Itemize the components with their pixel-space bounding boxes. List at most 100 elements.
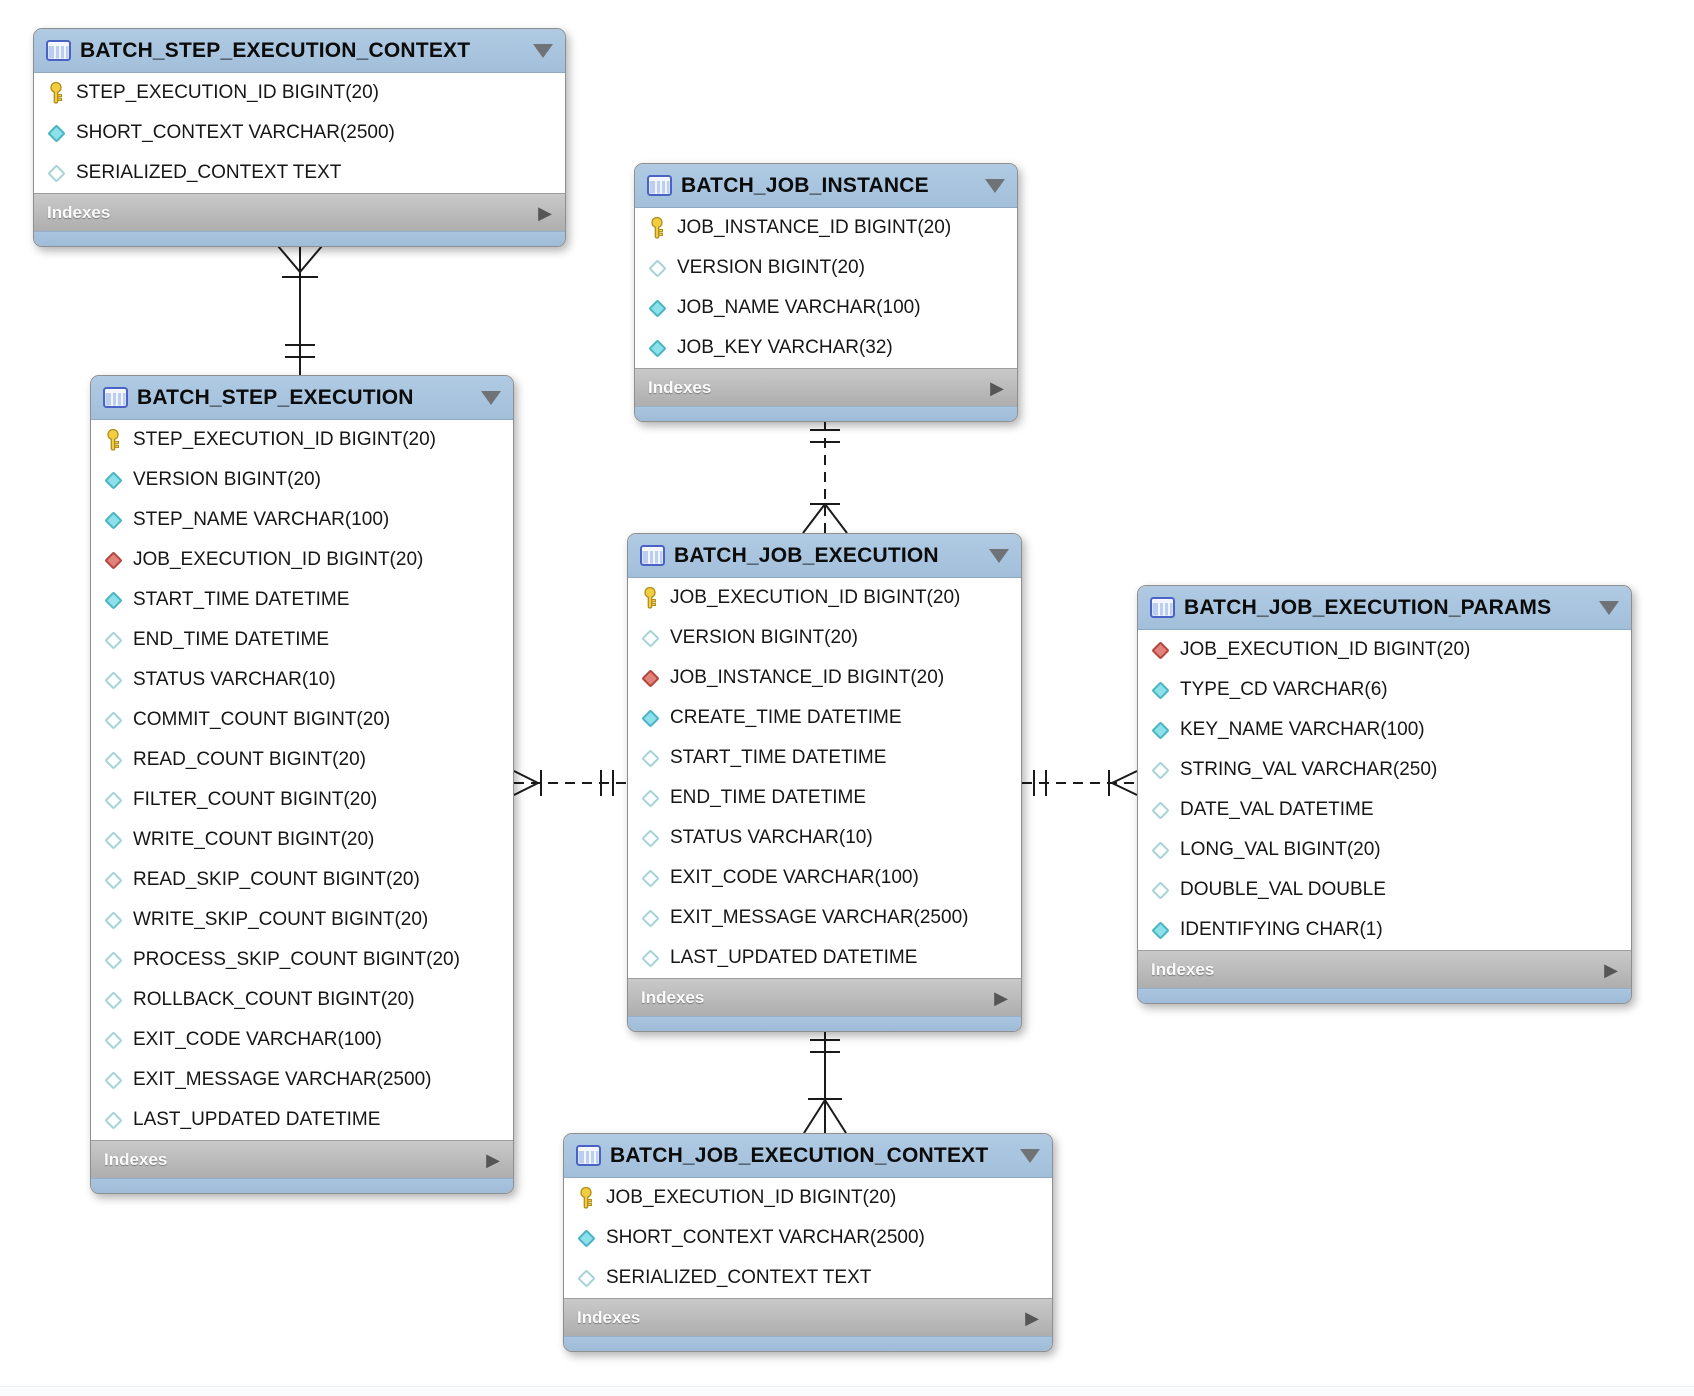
indexes-row[interactable]: Indexes ▶ <box>91 1140 513 1178</box>
not-null-column-icon <box>576 1228 596 1248</box>
column-row[interactable]: DOUBLE_VAL DOUBLE <box>1138 870 1631 910</box>
column-row[interactable]: JOB_INSTANCE_ID BIGINT(20) <box>628 658 1021 698</box>
expand-right-icon[interactable]: ▶ <box>1604 959 1618 980</box>
column-row[interactable]: VERSION BIGINT(20) <box>628 618 1021 658</box>
column-type-icon-wrap <box>637 828 663 848</box>
column-row[interactable]: STATUS VARCHAR(10) <box>628 818 1021 858</box>
chevron-down-icon[interactable] <box>985 178 1005 193</box>
table-batch_step_execution_context[interactable]: BATCH_STEP_EXECUTION_CONTEXT STEP_EXECUT… <box>33 28 566 247</box>
nullable-column-icon <box>1150 760 1170 780</box>
relationship-batch_job_execution-batch_job_execution_context[interactable] <box>803 1031 847 1134</box>
expand-right-icon[interactable]: ▶ <box>990 377 1004 398</box>
expand-right-icon[interactable]: ▶ <box>538 202 552 223</box>
column-row[interactable]: COMMIT_COUNT BIGINT(20) <box>91 700 513 740</box>
relationship-batch_step_execution_context-batch_step_execution[interactable] <box>277 245 323 375</box>
expand-right-icon[interactable]: ▶ <box>994 987 1008 1008</box>
column-row[interactable]: STATUS VARCHAR(10) <box>91 660 513 700</box>
relationship-batch_job_execution-batch_job_execution_params[interactable] <box>1022 770 1138 796</box>
relationship-batch_job_instance-batch_job_execution[interactable] <box>802 421 848 534</box>
column-label: READ_SKIP_COUNT BIGINT(20) <box>133 869 420 890</box>
not-null-column-icon <box>640 708 660 728</box>
table-header[interactable]: BATCH_JOB_EXECUTION_CONTEXT <box>564 1134 1052 1178</box>
chevron-down-icon[interactable] <box>1599 600 1619 615</box>
column-row[interactable]: SHORT_CONTEXT VARCHAR(2500) <box>34 113 565 153</box>
column-label: STEP_EXECUTION_ID BIGINT(20) <box>133 429 437 450</box>
column-type-icon-wrap <box>100 550 126 570</box>
nullable-column-icon <box>640 868 660 888</box>
column-label: JOB_KEY VARCHAR(32) <box>677 337 893 358</box>
column-row[interactable]: STEP_NAME VARCHAR(100) <box>91 500 513 540</box>
table-footer <box>91 1178 513 1193</box>
chevron-down-icon[interactable] <box>533 43 553 58</box>
column-row[interactable]: EXIT_CODE VARCHAR(100) <box>91 1020 513 1060</box>
table-header[interactable]: BATCH_STEP_EXECUTION_CONTEXT <box>34 29 565 73</box>
relationship-batch_step_execution-batch_job_execution[interactable] <box>513 770 627 796</box>
column-row[interactable]: TYPE_CD VARCHAR(6) <box>1138 670 1631 710</box>
indexes-label: Indexes <box>577 1307 641 1327</box>
expand-right-icon[interactable]: ▶ <box>486 1149 500 1170</box>
column-type-icon-wrap <box>100 790 126 810</box>
column-row[interactable]: LAST_UPDATED DATETIME <box>628 938 1021 978</box>
column-row[interactable]: ROLLBACK_COUNT BIGINT(20) <box>91 980 513 1020</box>
table-batch_step_execution[interactable]: BATCH_STEP_EXECUTION STEP_EXECUTION_ID B… <box>90 375 514 1194</box>
table-batch_job_execution_params[interactable]: BATCH_JOB_EXECUTION_PARAMS JOB_EXECUTION… <box>1137 585 1632 1004</box>
column-row[interactable]: JOB_EXECUTION_ID BIGINT(20) <box>91 540 513 580</box>
column-row[interactable]: EXIT_MESSAGE VARCHAR(2500) <box>91 1060 513 1100</box>
column-row[interactable]: SHORT_CONTEXT VARCHAR(2500) <box>564 1218 1052 1258</box>
column-row[interactable]: START_TIME DATETIME <box>91 580 513 620</box>
column-row[interactable]: JOB_EXECUTION_ID BIGINT(20) <box>628 578 1021 618</box>
column-row[interactable]: JOB_EXECUTION_ID BIGINT(20) <box>1138 630 1631 670</box>
indexes-row[interactable]: Indexes ▶ <box>564 1298 1052 1336</box>
column-row[interactable]: VERSION BIGINT(20) <box>91 460 513 500</box>
table-header[interactable]: BATCH_STEP_EXECUTION <box>91 376 513 420</box>
column-row[interactable]: JOB_NAME VARCHAR(100) <box>635 288 1017 328</box>
column-row[interactable]: WRITE_SKIP_COUNT BIGINT(20) <box>91 900 513 940</box>
column-row[interactable]: LONG_VAL BIGINT(20) <box>1138 830 1631 870</box>
column-row[interactable]: KEY_NAME VARCHAR(100) <box>1138 710 1631 750</box>
chevron-down-icon[interactable] <box>1020 1148 1040 1163</box>
column-row[interactable]: SERIALIZED_CONTEXT TEXT <box>564 1258 1052 1298</box>
column-row[interactable]: READ_SKIP_COUNT BIGINT(20) <box>91 860 513 900</box>
table-footer <box>34 231 565 246</box>
column-row[interactable]: LAST_UPDATED DATETIME <box>91 1100 513 1140</box>
indexes-row[interactable]: Indexes ▶ <box>1138 950 1631 988</box>
chevron-down-icon[interactable] <box>989 548 1009 563</box>
table-title: BATCH_STEP_EXECUTION <box>137 385 414 409</box>
column-label: START_TIME DATETIME <box>133 589 350 610</box>
table-header[interactable]: BATCH_JOB_EXECUTION_PARAMS <box>1138 586 1631 630</box>
table-header[interactable]: BATCH_JOB_INSTANCE <box>635 164 1017 208</box>
column-row[interactable]: READ_COUNT BIGINT(20) <box>91 740 513 780</box>
table-batch_job_instance[interactable]: BATCH_JOB_INSTANCE JOB_INSTANCE_ID BIGIN… <box>634 163 1018 422</box>
column-row[interactable]: PROCESS_SKIP_COUNT BIGINT(20) <box>91 940 513 980</box>
column-row[interactable]: VERSION BIGINT(20) <box>635 248 1017 288</box>
column-row[interactable]: SERIALIZED_CONTEXT TEXT <box>34 153 565 193</box>
column-row[interactable]: END_TIME DATETIME <box>628 778 1021 818</box>
column-row[interactable]: CREATE_TIME DATETIME <box>628 698 1021 738</box>
column-row[interactable]: EXIT_MESSAGE VARCHAR(2500) <box>628 898 1021 938</box>
indexes-row[interactable]: Indexes ▶ <box>635 368 1017 406</box>
column-row[interactable]: EXIT_CODE VARCHAR(100) <box>628 858 1021 898</box>
column-row[interactable]: STEP_EXECUTION_ID BIGINT(20) <box>91 420 513 460</box>
column-type-icon-wrap <box>100 428 126 452</box>
column-row[interactable]: DATE_VAL DATETIME <box>1138 790 1631 830</box>
chevron-down-icon[interactable] <box>481 390 501 405</box>
column-row[interactable]: IDENTIFYING CHAR(1) <box>1138 910 1631 950</box>
column-list: JOB_EXECUTION_ID BIGINT(20)VERSION BIGIN… <box>628 578 1021 978</box>
column-row[interactable]: JOB_EXECUTION_ID BIGINT(20) <box>564 1178 1052 1218</box>
column-row[interactable]: STRING_VAL VARCHAR(250) <box>1138 750 1631 790</box>
table-batch_job_execution[interactable]: BATCH_JOB_EXECUTION JOB_EXECUTION_ID BIG… <box>627 533 1022 1032</box>
column-row[interactable]: FILTER_COUNT BIGINT(20) <box>91 780 513 820</box>
column-row[interactable]: WRITE_COUNT BIGINT(20) <box>91 820 513 860</box>
column-row[interactable]: START_TIME DATETIME <box>628 738 1021 778</box>
column-row[interactable]: STEP_EXECUTION_ID BIGINT(20) <box>34 73 565 113</box>
column-row[interactable]: END_TIME DATETIME <box>91 620 513 660</box>
table-batch_job_execution_context[interactable]: BATCH_JOB_EXECUTION_CONTEXT JOB_EXECUTIO… <box>563 1133 1053 1352</box>
expand-right-icon[interactable]: ▶ <box>1025 1307 1039 1328</box>
indexes-row[interactable]: Indexes ▶ <box>34 193 565 231</box>
column-row[interactable]: JOB_KEY VARCHAR(32) <box>635 328 1017 368</box>
table-grid-icon <box>103 387 128 408</box>
table-header[interactable]: BATCH_JOB_EXECUTION <box>628 534 1021 578</box>
column-row[interactable]: JOB_INSTANCE_ID BIGINT(20) <box>635 208 1017 248</box>
indexes-row[interactable]: Indexes ▶ <box>628 978 1021 1016</box>
